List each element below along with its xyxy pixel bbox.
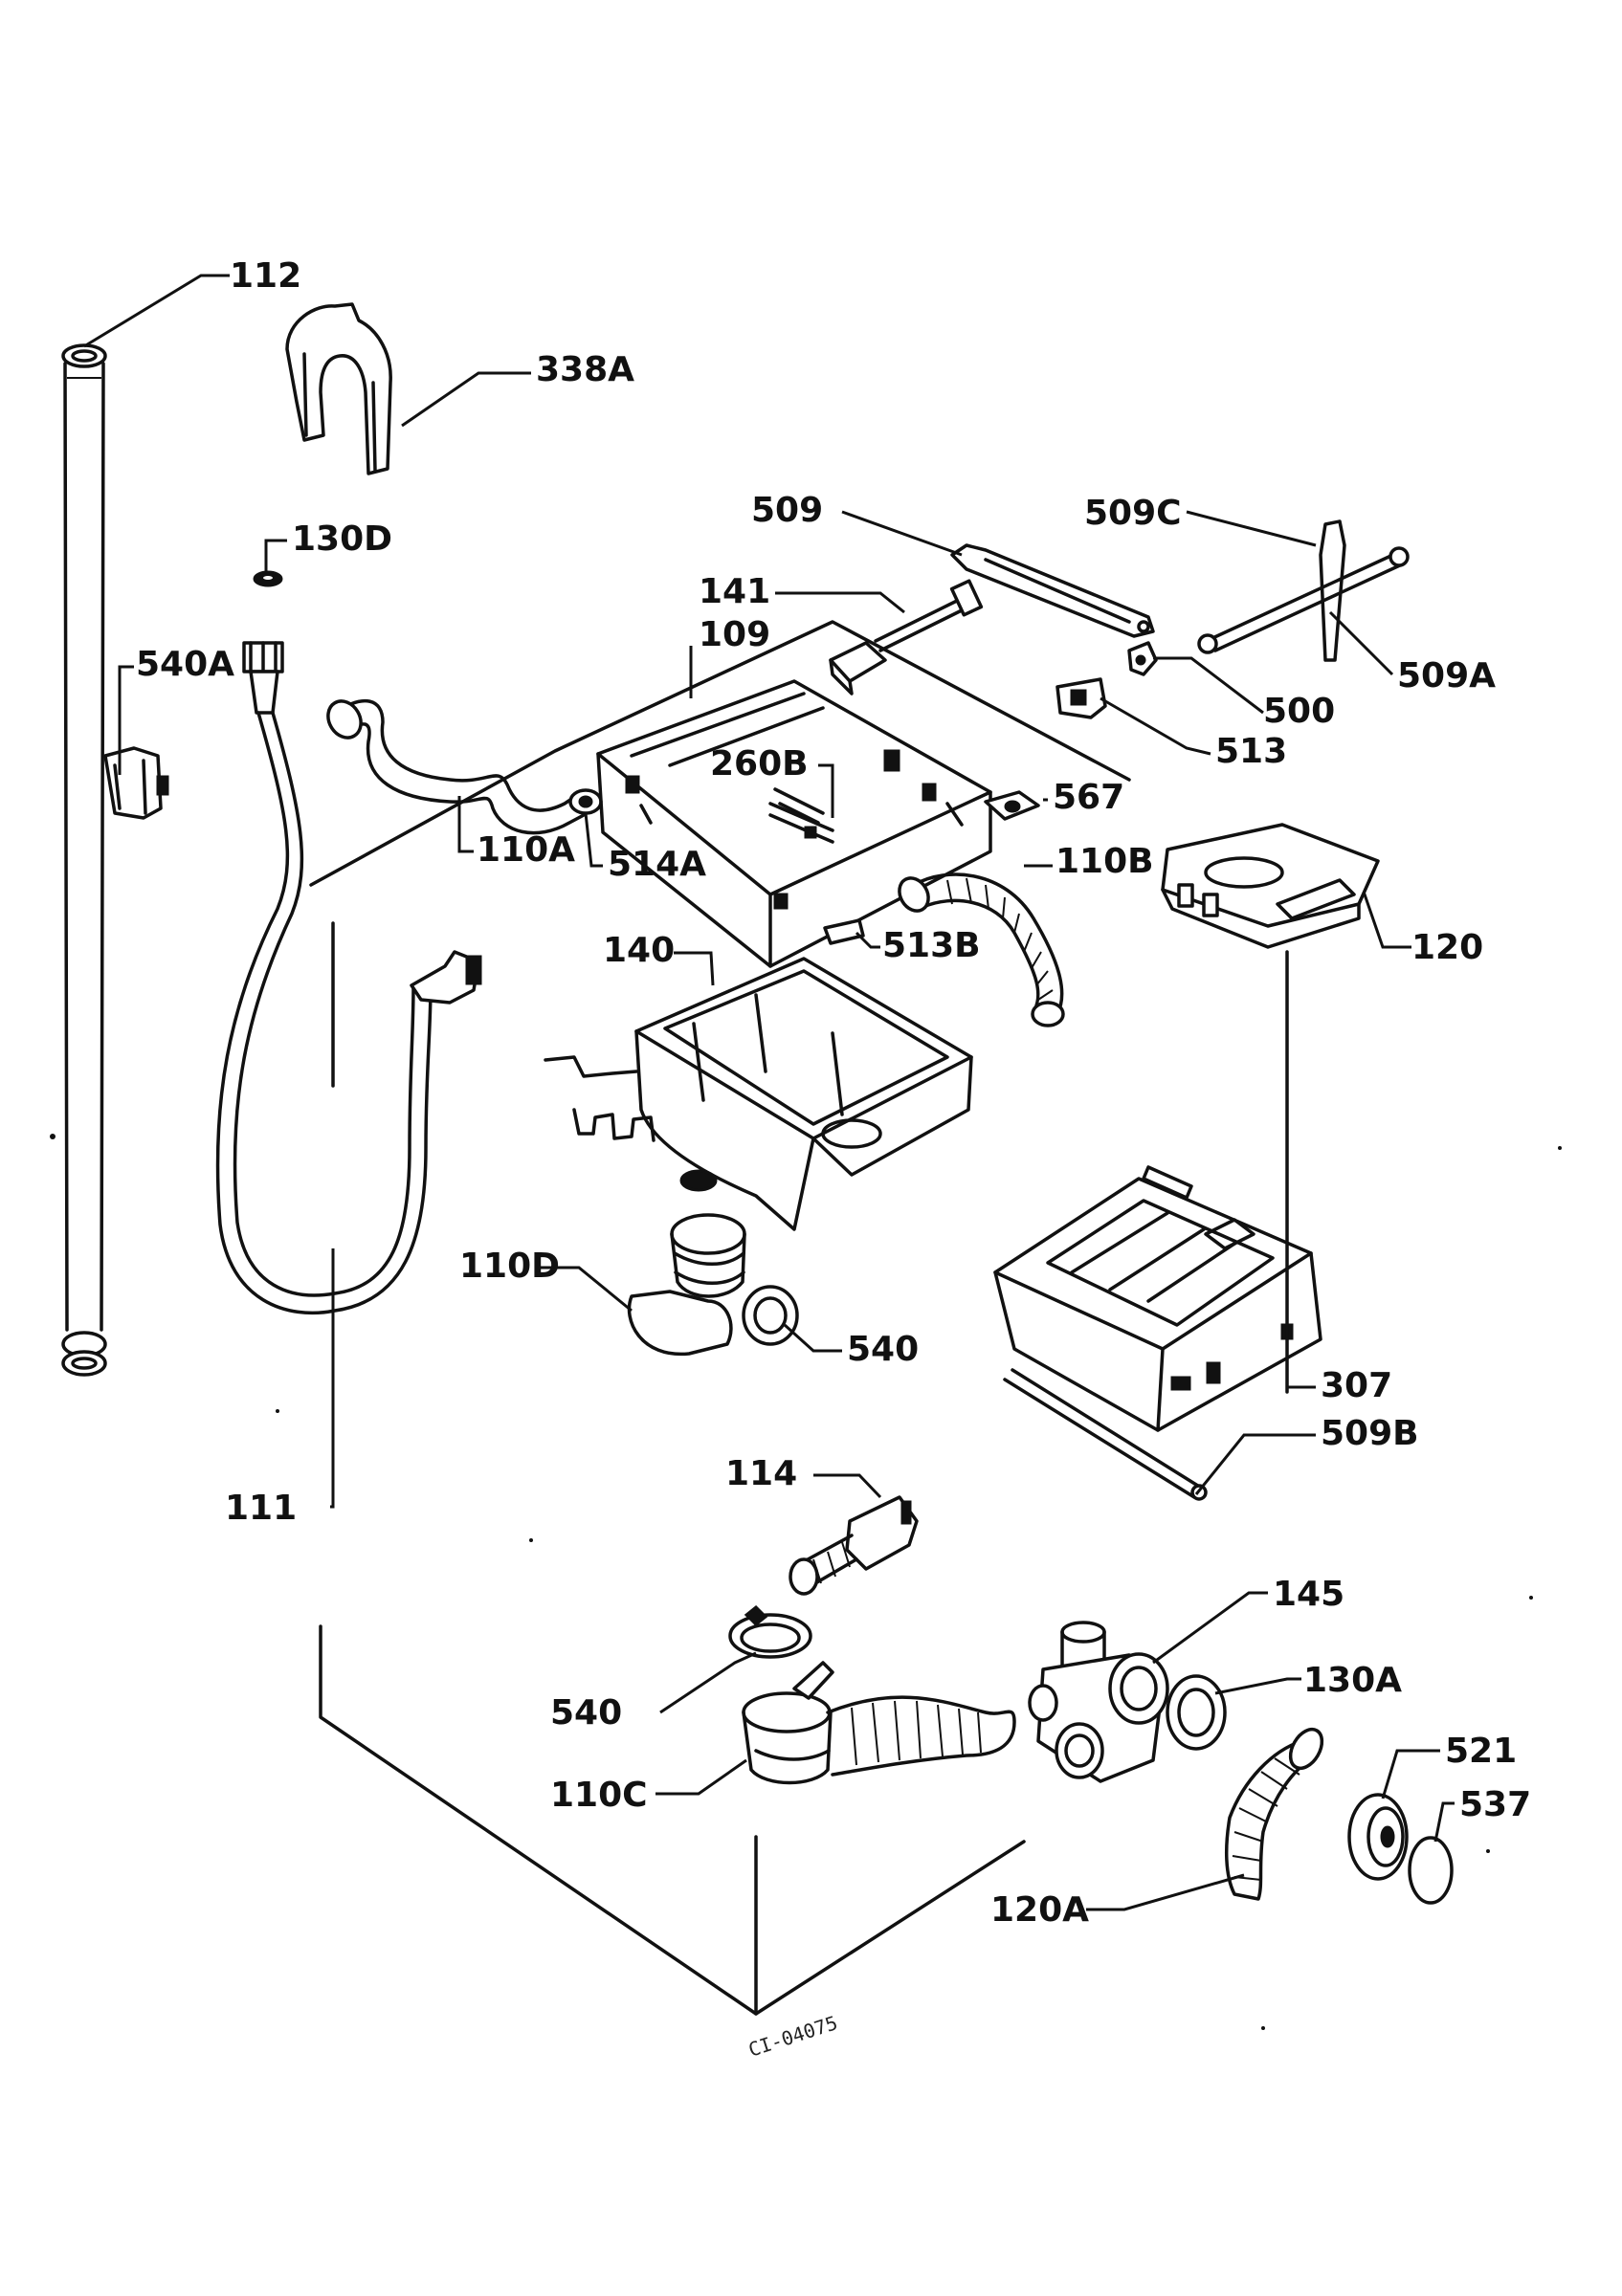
hose-110b — [898, 872, 1065, 1027]
label-110d: 110D — [459, 1247, 560, 1286]
label-140: 140 — [603, 931, 675, 970]
inlet-hose-111 — [215, 641, 482, 1315]
dispenser-drawer-307 — [993, 1165, 1322, 1432]
part-labels: 112 338A 130D 540A 509 509C 141 109 509A… — [136, 256, 1531, 2062]
bellows-elbow-120a — [1224, 1727, 1324, 1901]
label-112: 112 — [230, 256, 301, 296]
label-509: 509 — [751, 491, 823, 530]
label-130d: 130D — [292, 519, 392, 559]
sump-110d — [627, 1213, 799, 1357]
valve-141 — [829, 579, 984, 695]
inlet-hose-112 — [61, 343, 107, 1377]
label-540b: 540 — [550, 1693, 622, 1733]
ring-130a — [1166, 1674, 1227, 1751]
label-540a: 540A — [136, 645, 234, 684]
label-141: 141 — [699, 572, 770, 611]
label-110c: 110C — [550, 1776, 648, 1815]
label-540: 540 — [847, 1330, 919, 1369]
scatter-dots — [50, 1134, 1562, 2030]
label-120: 120 — [1411, 928, 1483, 967]
connector-514a — [568, 788, 603, 815]
dispenser-front-120 — [1161, 823, 1380, 949]
bar-509a — [1197, 519, 1410, 662]
washer-130d — [253, 570, 283, 587]
tee-junction-145 — [1028, 1621, 1169, 1783]
clip-540a — [103, 746, 169, 820]
hose-110a — [326, 698, 586, 835]
pump-114 — [789, 1495, 919, 1596]
label-260b: 260B — [710, 744, 809, 784]
label-514a: 514A — [608, 845, 706, 884]
label-111: 111 — [225, 1489, 297, 1528]
label-307: 307 — [1321, 1366, 1392, 1405]
label-521: 521 — [1445, 1732, 1517, 1771]
label-338a: 338A — [536, 350, 634, 389]
label-145: 145 — [1273, 1575, 1344, 1614]
label-130a: 130A — [1303, 1661, 1402, 1700]
label-509b: 509B — [1321, 1414, 1419, 1453]
flange-521 — [1347, 1793, 1409, 1881]
label-114: 114 — [725, 1454, 797, 1493]
hose-clamp-540 — [728, 1604, 812, 1659]
seal-537 — [1408, 1836, 1454, 1905]
label-500: 500 — [1263, 692, 1335, 731]
diagram-code: CI-04075 — [745, 2011, 840, 2062]
label-109: 109 — [699, 615, 770, 654]
label-513b: 513B — [882, 926, 981, 965]
part-567 — [984, 790, 1040, 821]
cabinet-outline — [309, 620, 1289, 2016]
dispenser-housing-140 — [544, 957, 973, 1231]
label-110b: 110B — [1055, 842, 1154, 881]
label-120a: 120A — [990, 1890, 1089, 1930]
leader-lines — [83, 274, 1455, 1911]
rod-260b — [768, 802, 834, 844]
part-500 — [1127, 641, 1158, 676]
label-513: 513 — [1215, 732, 1287, 771]
label-110a: 110A — [477, 830, 575, 870]
hose-bracket-338a — [285, 302, 392, 475]
lever-509 — [950, 543, 1155, 638]
label-509a: 509A — [1397, 656, 1496, 695]
label-509c: 509C — [1084, 494, 1182, 533]
sump-hose-110c — [742, 1661, 1016, 1785]
label-567: 567 — [1053, 778, 1124, 817]
part-513 — [1055, 677, 1107, 719]
label-537: 537 — [1459, 1785, 1531, 1824]
part-513b — [823, 918, 865, 945]
